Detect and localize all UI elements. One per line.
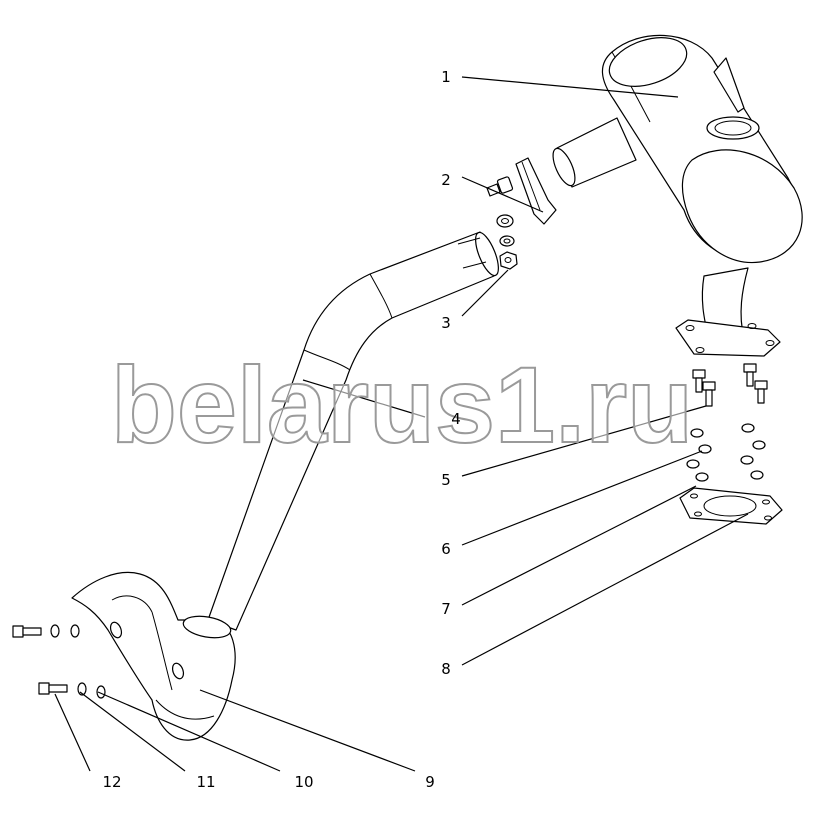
callout-3: 3 [441, 314, 451, 332]
callout-10: 10 [294, 773, 313, 791]
leader-lines [54, 76, 749, 772]
clamp-part [486, 157, 557, 225]
callout-9: 9 [425, 773, 435, 791]
callout-7: 7 [441, 600, 451, 618]
callout-4: 4 [451, 410, 461, 428]
watermark-text: belarus1.ru [111, 344, 693, 465]
outlet-elbow-part [71, 571, 236, 741]
callout-2: 2 [441, 171, 451, 189]
callout-11: 11 [196, 773, 215, 791]
muffler-part [552, 34, 803, 357]
callout-12: 12 [102, 773, 121, 791]
washer-nut-part [496, 214, 518, 270]
flange-fasteners-part [679, 363, 783, 525]
callout-8: 8 [441, 660, 451, 678]
callout-6: 6 [441, 540, 451, 558]
outlet-fasteners-part [12, 624, 106, 699]
callout-1: 1 [441, 68, 451, 86]
exhaust-pipe-part [207, 231, 499, 631]
callout-5: 5 [441, 471, 451, 489]
